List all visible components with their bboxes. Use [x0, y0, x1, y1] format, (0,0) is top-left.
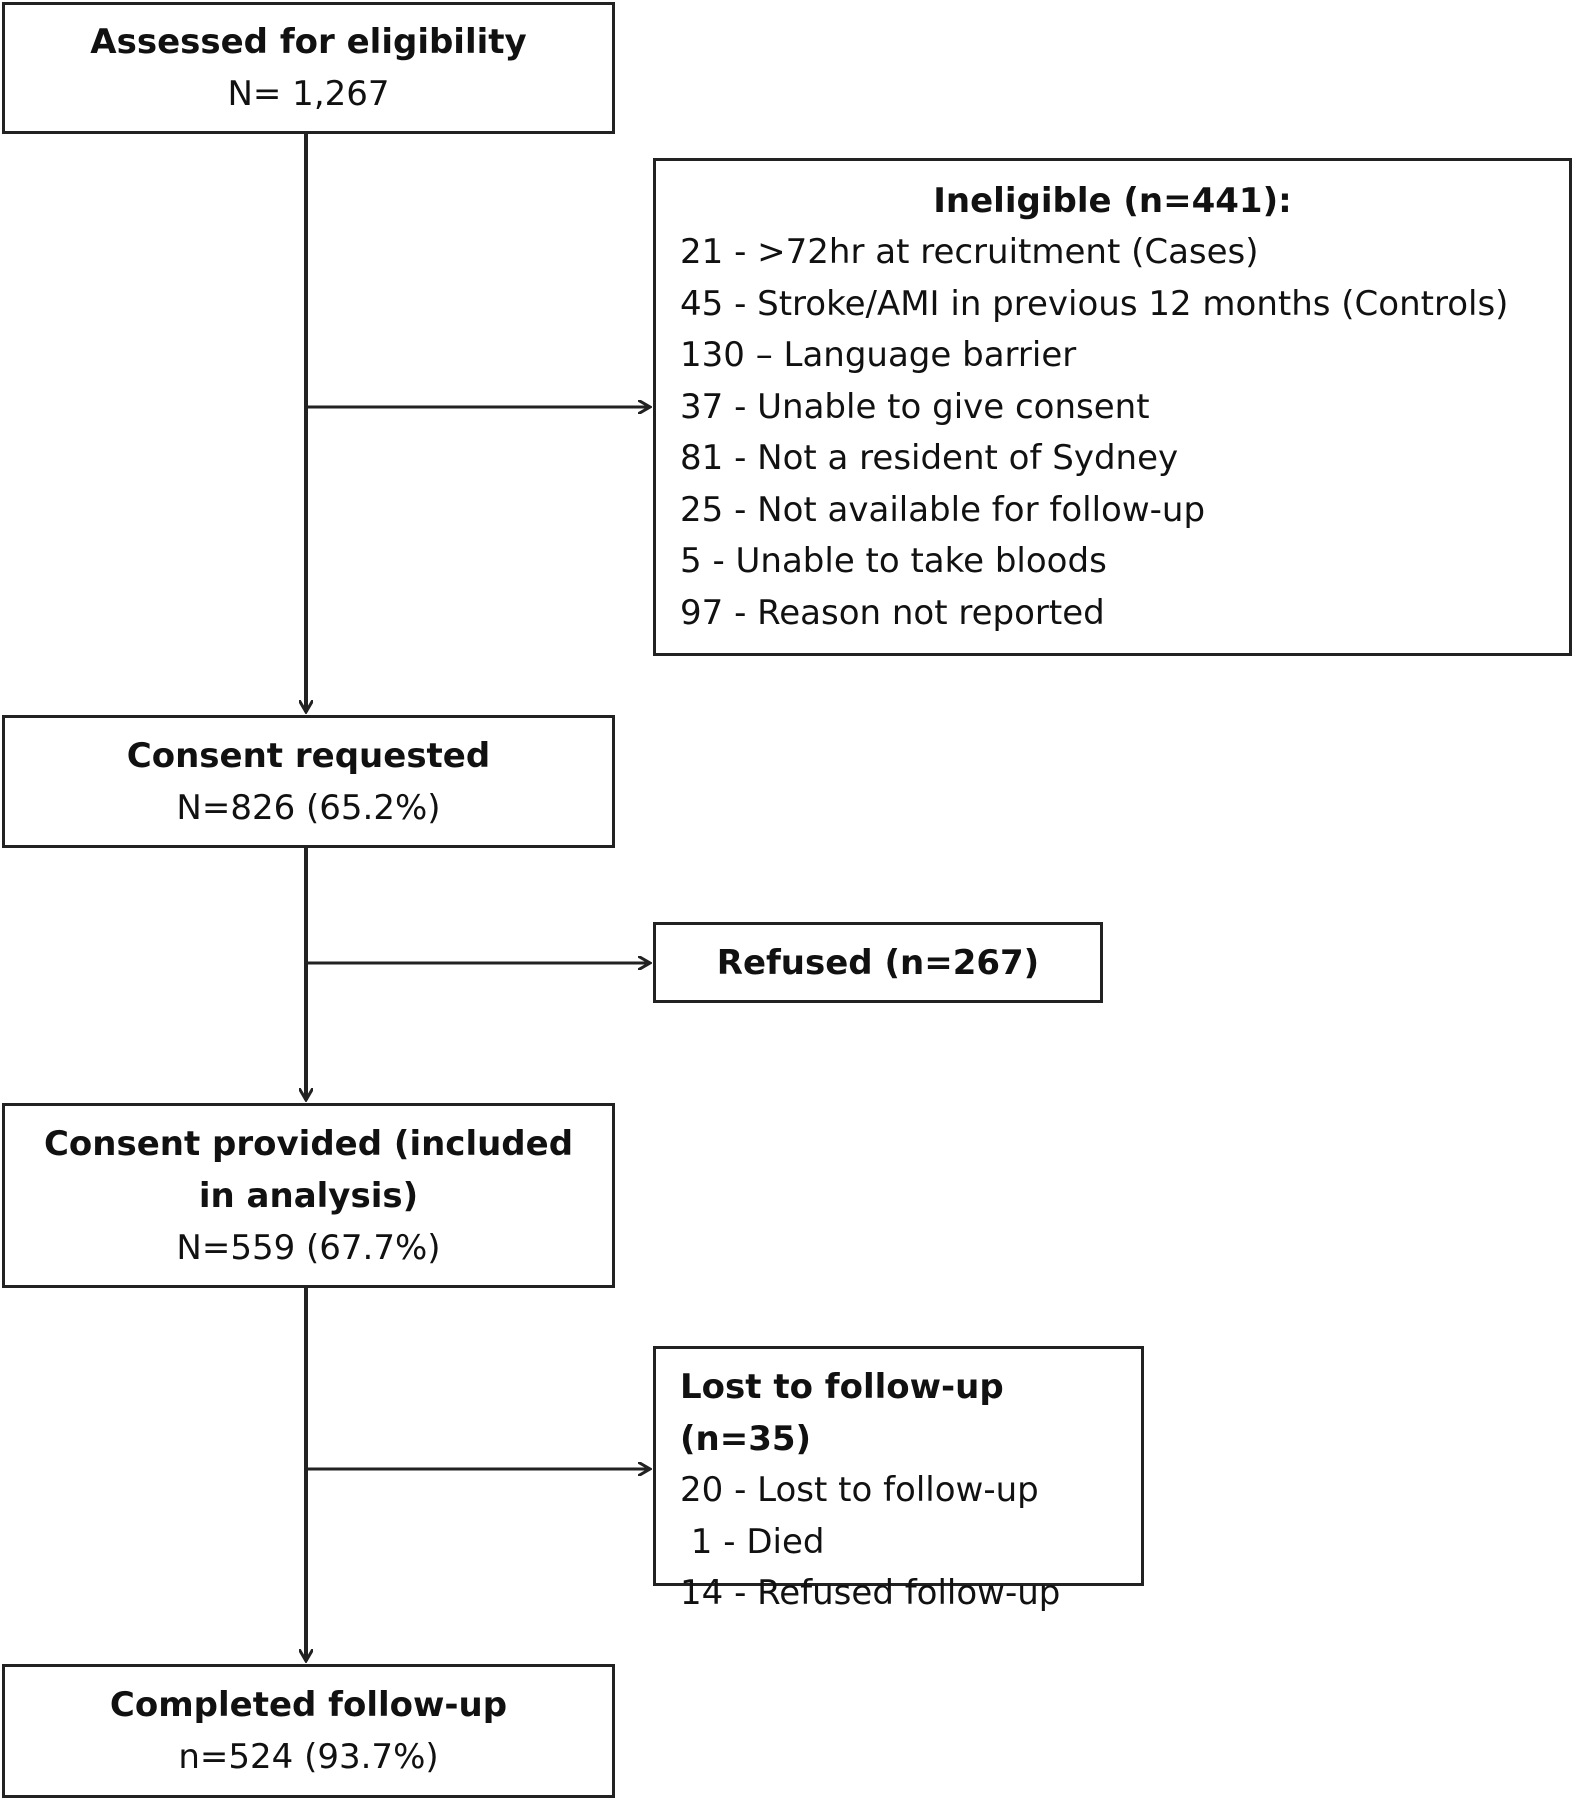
consent-requested-count: N=826 (65.2%) — [176, 787, 441, 828]
lost-item: 14 - Refused follow-up — [680, 1573, 1061, 1613]
ineligible-box: Ineligible (n=441): 21 - >72hr at recrui… — [653, 158, 1572, 656]
ineligible-item: 21 - >72hr at recruitment (Cases) — [680, 232, 1259, 272]
consent-requested-title: Consent requested — [126, 735, 491, 776]
completed-box: Completed follow-up n=524 (93.7%) — [2, 1664, 615, 1798]
refused-box: Refused (n=267) — [653, 922, 1103, 1003]
ineligible-title: Ineligible (n=441): — [933, 181, 1292, 221]
lost-item: 20 - Lost to follow-up — [680, 1470, 1039, 1510]
lost-title: Lost to follow-up (n=35) — [680, 1367, 1004, 1459]
ineligible-item: 45 - Stroke/AMI in previous 12 months (C… — [680, 283, 1509, 324]
assessed-box: Assessed for eligibility N= 1,267 — [2, 2, 615, 134]
assessed-count: N= 1,267 — [227, 74, 390, 114]
ineligible-item: 97 - Reason not reported — [680, 592, 1105, 633]
ineligible-item: 5 - Unable to take bloods — [680, 541, 1107, 581]
assessed-title: Assessed for eligibility — [90, 22, 527, 62]
consent-provided-title: Consent provided (included in analysis) — [43, 1123, 574, 1216]
ineligible-item: 25 - Not available for follow-up — [680, 489, 1206, 530]
ineligible-item: 37 - Unable to give consent — [680, 386, 1150, 427]
completed-title: Completed follow-up — [109, 1685, 508, 1725]
lost-item: 1 - Died — [680, 1521, 825, 1562]
consent-requested-box: Consent requested N=826 (65.2%) — [2, 715, 615, 848]
refused-title: Refused (n=267) — [716, 942, 1040, 983]
ineligible-item: 130 – Language barrier — [680, 335, 1077, 375]
consent-provided-box: Consent provided (included in analysis) … — [2, 1103, 615, 1288]
consent-provided-count: N=559 (67.7%) — [176, 1227, 441, 1268]
ineligible-item: 81 - Not a resident of Sydney — [680, 438, 1179, 478]
lost-box: Lost to follow-up (n=35) 20 - Lost to fo… — [653, 1346, 1144, 1613]
completed-count: n=524 (93.7%) — [178, 1737, 439, 1777]
